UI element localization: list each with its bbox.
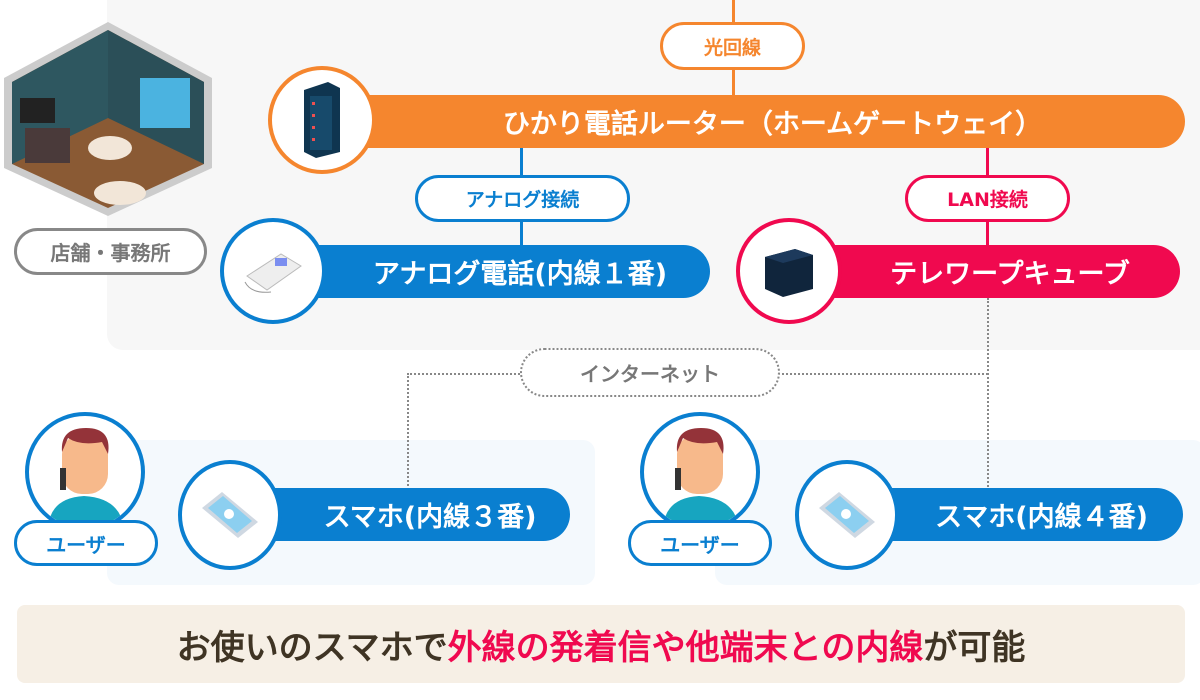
telework-cube-circle <box>736 218 842 324</box>
server-rack-icon <box>304 82 340 158</box>
smartphone-bar-ext4: スマホ(内線４番) <box>880 488 1183 541</box>
user-label-right: ユーザー <box>628 520 772 566</box>
analog-phone-circle <box>220 218 326 324</box>
fiber-line <box>732 0 735 24</box>
lan-line <box>986 148 989 176</box>
analog-phone-bar: アナログ電話(内線１番) <box>300 245 710 298</box>
banner-text-start: お使いのスマホで <box>176 627 448 668</box>
office-label: 店舗・事務所 <box>14 228 207 275</box>
banner-text-end: が可能 <box>923 627 1026 668</box>
internet-label: インターネット <box>520 348 780 397</box>
analog-connection-label: アナログ接続 <box>415 175 630 222</box>
smartphone-circle-left <box>178 460 282 570</box>
user-on-phone-icon <box>48 428 124 528</box>
user-on-phone-icon <box>663 428 739 528</box>
banner-highlight: 外線の発着信や他端末との内線 <box>447 627 924 668</box>
fiber-label: 光回線 <box>660 22 805 70</box>
internet-line-left <box>407 373 409 490</box>
analog-line <box>520 148 523 176</box>
fiber-line-lower <box>732 68 735 98</box>
analog-line-lower <box>520 220 523 246</box>
lan-line-lower <box>986 220 989 246</box>
telework-cube-bar: テレワープキューブ <box>800 245 1180 298</box>
smartphone-icon <box>202 492 258 538</box>
internet-line-right <box>987 298 989 490</box>
user-label-left: ユーザー <box>14 520 158 566</box>
user-avatar-right <box>640 412 760 532</box>
router-bar: ひかり電話ルーター（ホームゲートウェイ） <box>330 95 1185 148</box>
desk-phone-icon <box>244 253 302 293</box>
smartphone-circle-right <box>795 460 899 570</box>
smartphone-icon <box>819 492 875 538</box>
cube-device-icon <box>765 249 813 297</box>
office-illustration-icon <box>4 22 212 216</box>
summary-banner: お使いのスマホで外線の発着信や他端末との内線が可能 <box>17 605 1185 683</box>
user-avatar-left <box>25 412 145 532</box>
smartphone-bar-ext3: スマホ(内線３番) <box>270 488 570 541</box>
lan-connection-label: LAN接続 <box>905 175 1070 222</box>
router-circle <box>268 66 376 174</box>
